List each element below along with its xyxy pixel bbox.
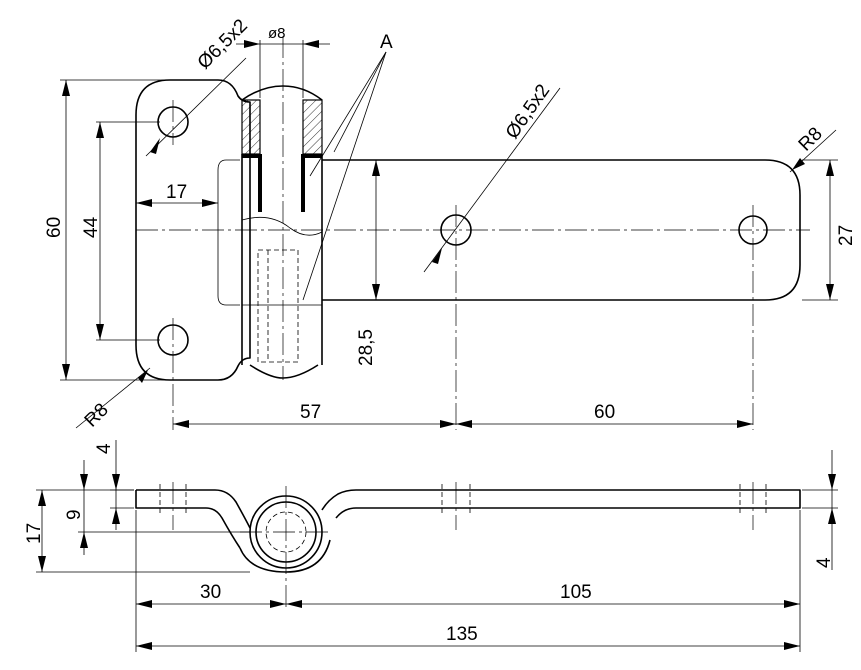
dim-17-side-label: 17	[24, 523, 45, 544]
hole-center-label: Ø6,5x2	[502, 81, 554, 143]
knuckle-top-hatch-left	[241, 99, 261, 155]
top-view: 60 44 17 ø8 Ø6,5x2 A Ø6,5x2	[44, 15, 857, 431]
dim-60-label: 60	[44, 217, 65, 238]
left-leaf-outline	[135, 79, 251, 381]
knuckle-bottom-cap	[249, 364, 319, 379]
knuckle-top-cap	[241, 85, 323, 101]
dim-9-label: 9	[64, 509, 85, 520]
dim-60-bottom-label: 60	[594, 402, 615, 423]
side-right-plate	[321, 489, 801, 519]
dim-135-label: 135	[446, 624, 478, 645]
side-view: 4 9 17 4 30 105	[24, 440, 838, 652]
knuckle-top-hatch-right	[302, 99, 323, 155]
callout-a-label: A	[380, 32, 393, 53]
dim-30-label: 30	[200, 582, 221, 603]
break-line	[241, 216, 323, 236]
dim-28-5-label: 28,5	[356, 329, 377, 366]
radius-right-label: R8	[795, 124, 827, 156]
dim-4-right-label: 4	[814, 557, 835, 568]
radius-left-label: R8	[81, 400, 113, 432]
dim-4-top-label: 4	[94, 443, 115, 454]
side-left-plate	[136, 489, 251, 529]
dim-17-top-label: 17	[166, 182, 187, 203]
dim-44-label: 44	[81, 216, 102, 238]
pin-diameter-label: ø8	[268, 25, 286, 42]
dim-27-label: 27	[836, 225, 857, 246]
dim-57-label: 57	[300, 402, 321, 423]
pin-hidden	[257, 249, 299, 363]
left-leaf-inner	[217, 159, 240, 306]
dim-105-label: 105	[560, 582, 592, 603]
hole-top-left-label: Ø6,5x2	[194, 15, 252, 73]
